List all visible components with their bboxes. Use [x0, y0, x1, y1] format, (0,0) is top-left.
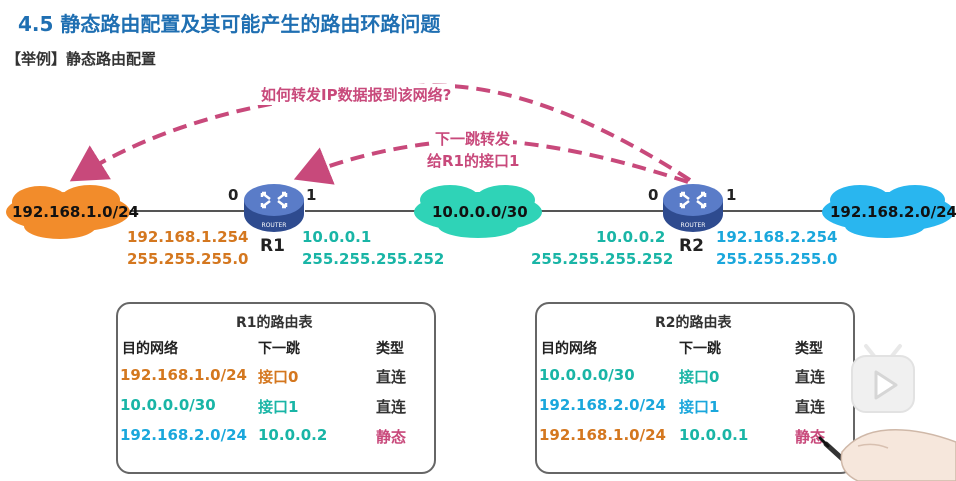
table-cell: 直连 [795, 368, 826, 386]
network-right-label: 192.168.2.0/24 [830, 203, 956, 221]
page-title: 4.5 静态路由配置及其可能产生的路由环路问题 [18, 12, 441, 36]
r1-if1-ip: 10.0.0.1 [302, 228, 372, 246]
cloud-middle [414, 185, 542, 238]
r2-header-next: 下一跳 [679, 341, 721, 357]
r1-port1: 1 [306, 186, 317, 204]
table-cell: 静态 [795, 428, 826, 446]
page-subtitle: 【举例】静态路由配置 [6, 50, 157, 68]
r2-port0: 0 [648, 186, 659, 204]
play-button-icon[interactable] [848, 340, 918, 418]
r1-routing-table: R1的路由表 目的网络 下一跳 类型 192.168.1.0/24 接口0 直连… [116, 302, 436, 474]
router-r2-icon: ROUTER [663, 184, 723, 232]
r1-header-next: 下一跳 [258, 341, 300, 357]
hand-pen-icon [818, 429, 956, 481]
next-hop-label-line1: 下一跳转发 [432, 128, 514, 149]
table-cell: 直连 [795, 398, 826, 416]
r1-header-type: 类型 [376, 341, 404, 357]
r1-if1-mask: 255.255.255.252 [302, 250, 445, 268]
r2-name: R2 [679, 236, 704, 256]
table-cell: 接口1 [258, 398, 299, 416]
table-cell: 192.168.2.0/24 [120, 426, 247, 444]
table-cell: 10.0.0.0/30 [539, 366, 635, 384]
table-cell: 10.0.0.1 [679, 426, 749, 444]
r1-if0-mask: 255.255.255.0 [127, 250, 249, 268]
table-cell: 192.168.1.0/24 [539, 426, 666, 444]
network-middle-label: 10.0.0.0/30 [432, 203, 528, 221]
cloud-right [822, 185, 954, 238]
table-cell: 10.0.0.0/30 [120, 396, 216, 414]
table-cell: 192.168.2.0/24 [539, 396, 666, 414]
table-cell: 接口0 [679, 368, 720, 386]
r1-port0: 0 [228, 186, 239, 204]
router-r2-icon-text: ROUTER [681, 222, 706, 229]
cloud-left [6, 185, 130, 239]
table-cell: 接口1 [679, 398, 720, 416]
r2-if0-ip: 10.0.0.2 [596, 228, 666, 246]
table-cell: 静态 [376, 428, 407, 446]
network-left-label: 192.168.1.0/24 [12, 203, 139, 221]
r1-table-title: R1的路由表 [236, 315, 313, 331]
table-cell: 直连 [376, 368, 407, 386]
r2-port1: 1 [726, 186, 737, 204]
r1-header-dest: 目的网络 [122, 341, 178, 357]
r2-if1-mask: 255.255.255.0 [716, 250, 838, 268]
r2-if1-ip: 192.168.2.254 [716, 228, 838, 246]
router-r1-icon: ROUTER [244, 184, 304, 232]
table-cell: 192.168.1.0/24 [120, 366, 247, 384]
next-hop-label-line2: 给R1的接口1 [424, 150, 523, 171]
r2-table-title: R2的路由表 [655, 315, 732, 331]
r2-header-type: 类型 [795, 341, 823, 357]
r2-header-dest: 目的网络 [541, 341, 597, 357]
table-cell: 直连 [376, 398, 407, 416]
question-label: 如何转发IP数据报到该网络? [257, 84, 456, 105]
r1-if0-ip: 192.168.1.254 [127, 228, 249, 246]
r1-name: R1 [260, 236, 285, 256]
router-r1-icon-text: ROUTER [262, 222, 287, 229]
r2-routing-table: R2的路由表 目的网络 下一跳 类型 10.0.0.0/30 接口0 直连 19… [535, 302, 855, 474]
table-cell: 接口0 [258, 368, 299, 386]
table-cell: 10.0.0.2 [258, 426, 328, 444]
r2-if0-mask: 255.255.255.252 [531, 250, 674, 268]
